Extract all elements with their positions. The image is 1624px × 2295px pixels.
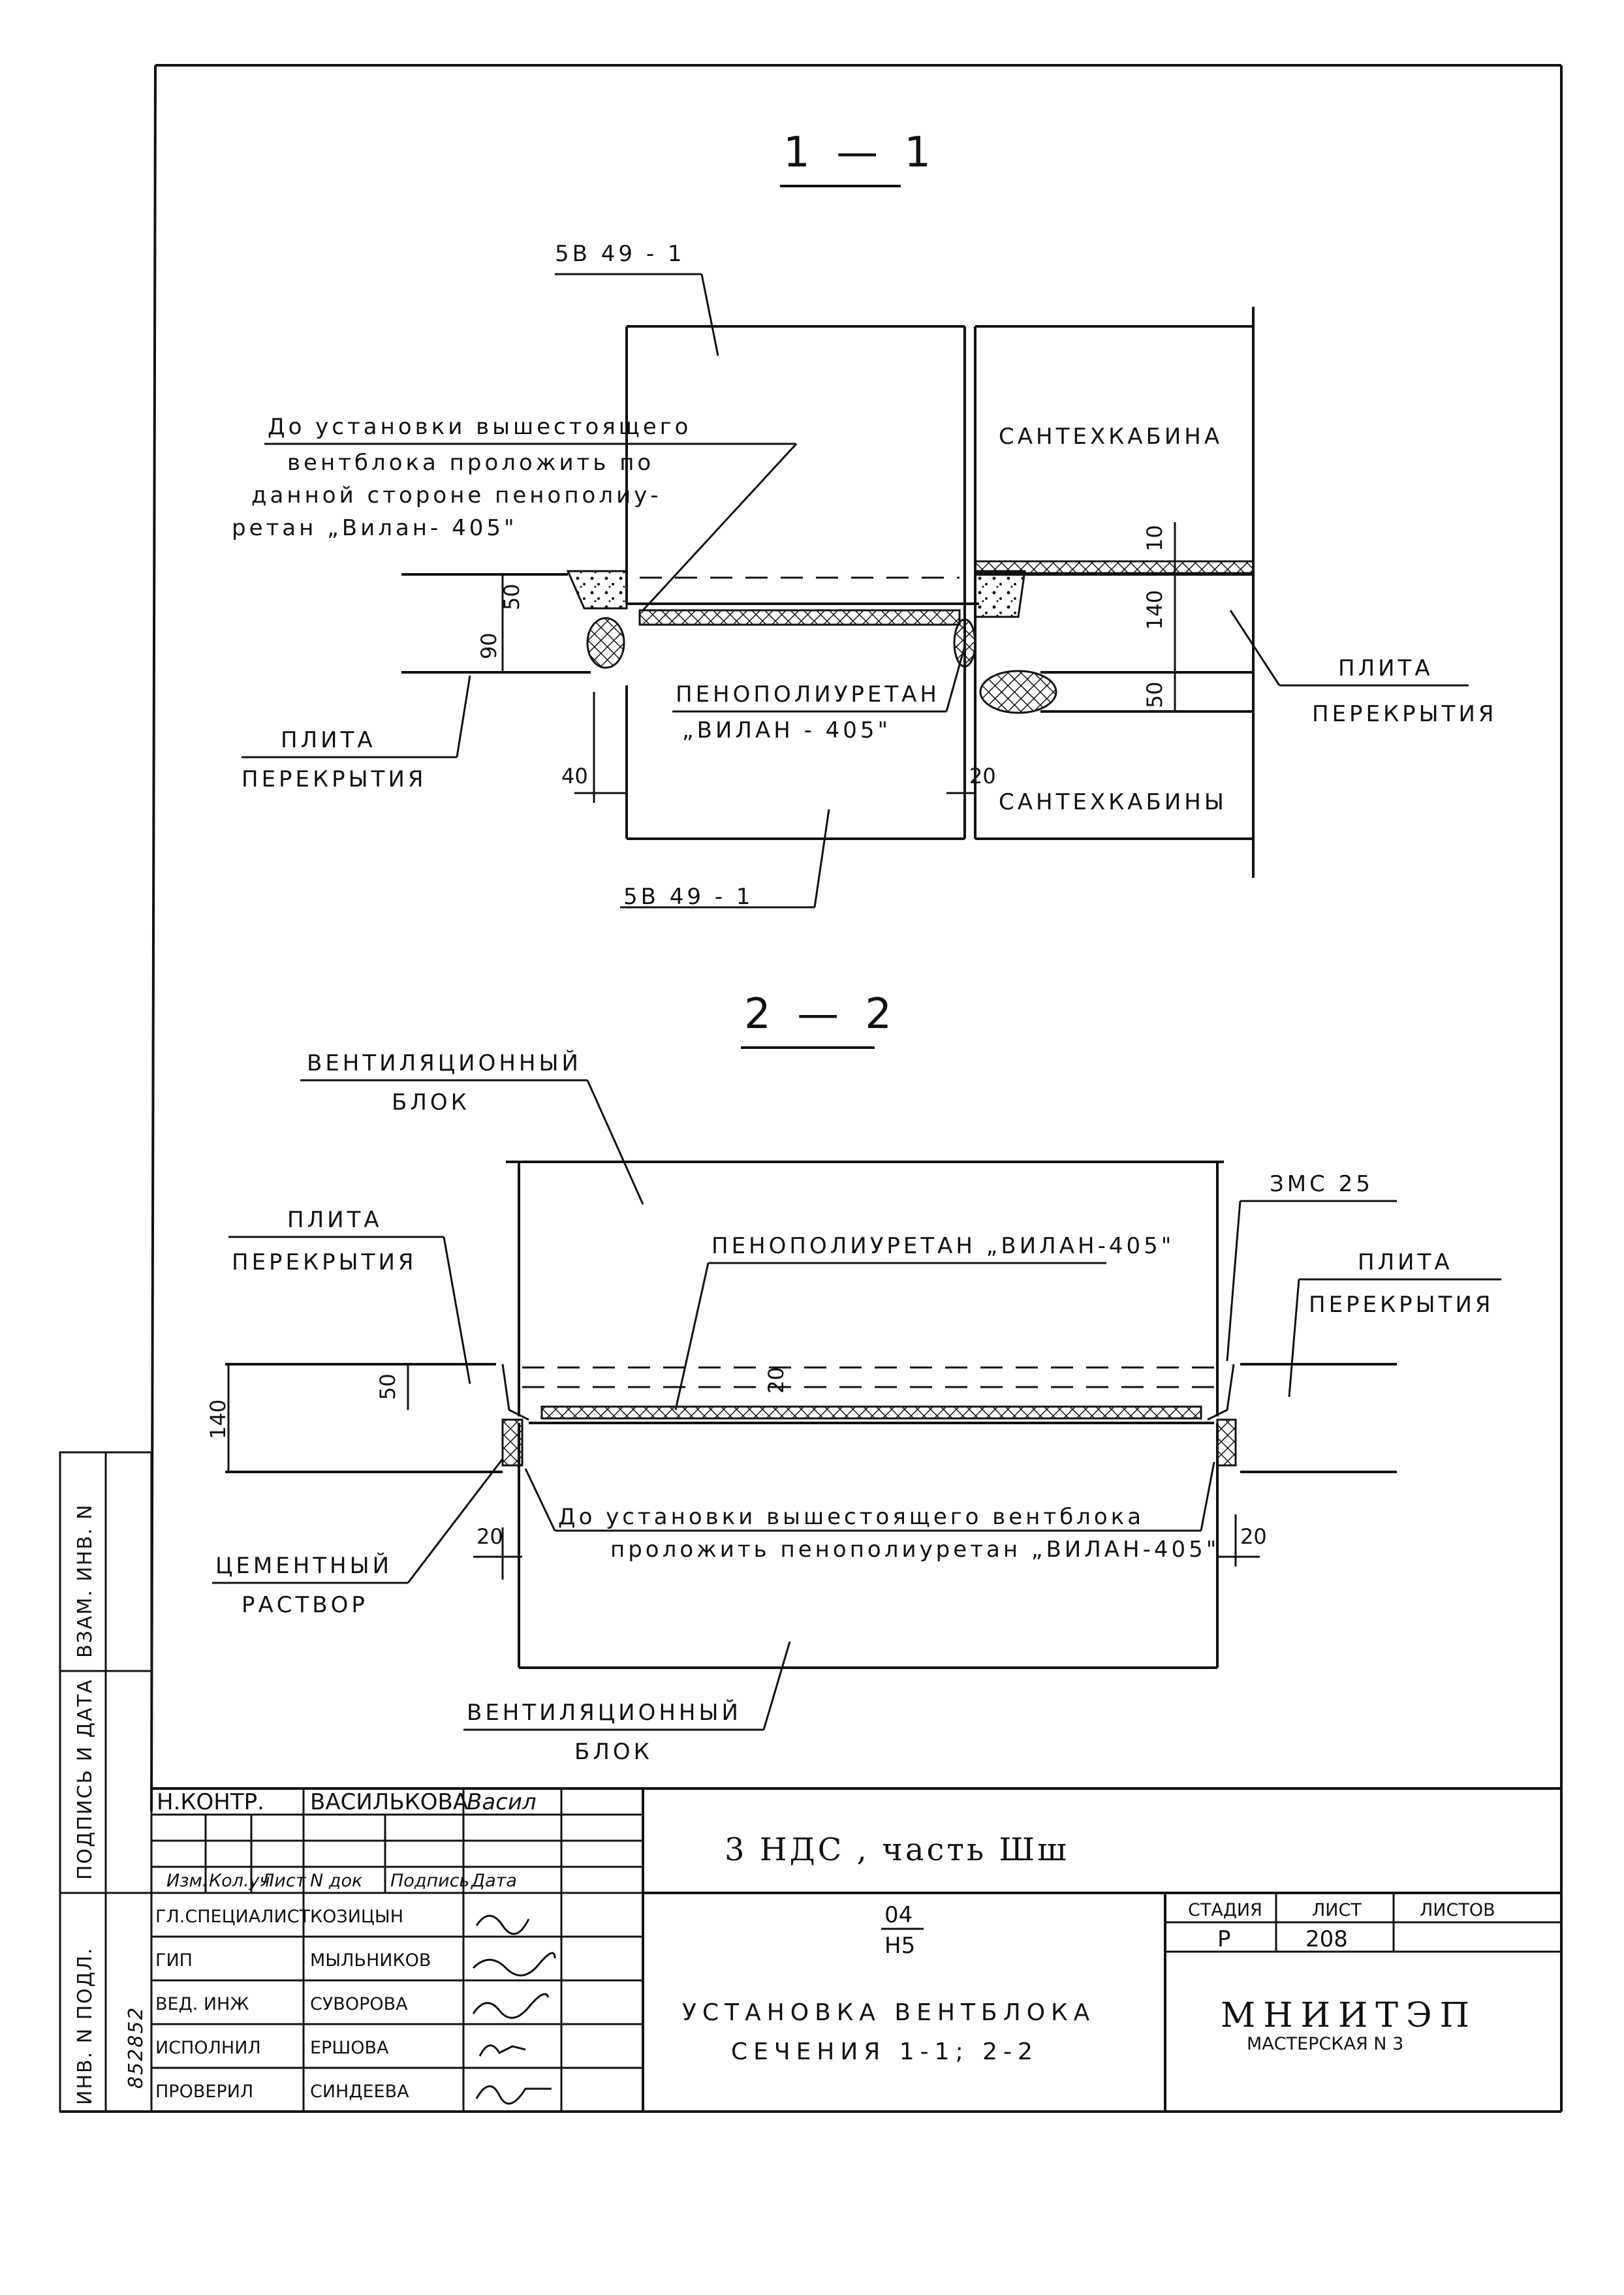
slab-2-left-line-1: ПЛИТА [287, 1207, 383, 1233]
signatures [472, 1914, 556, 2105]
hdr-list: Лист [260, 1871, 307, 1891]
foam-2-label: ПЕНОПОЛИУРЕТАН „ВИЛАН-405" [711, 1233, 1174, 1259]
note-1-line-3: данной стороне пенополиу- [251, 482, 662, 508]
dim-50-right: 50 [1142, 681, 1167, 708]
section-2-2: 2 — 2 ВЕНТИЛЯЦИОННЫЙ БЛОК ПЛИТА ПЕРЕКРЫТ… [206, 990, 1501, 1765]
staff-role-3: ВЕД. ИНЖ [155, 1994, 249, 2014]
stage-value: Р [1217, 1926, 1231, 1952]
sheet-label: ЛИСТ [1312, 1900, 1362, 1920]
hdr-izm: Изм. [166, 1871, 208, 1891]
note-2-line-1: До установки вышестоящего вентблока [558, 1504, 1144, 1530]
cabin-label-top: САНТЕХКАБИНА [999, 424, 1223, 450]
dim-2-20-right: 20 [1240, 1524, 1267, 1549]
dim-140: 140 [1142, 590, 1167, 630]
mortar-joint-right [974, 570, 1026, 618]
organization: МНИИТЭП [1221, 1996, 1477, 2035]
dim-2-50: 50 [375, 1373, 400, 1400]
slab-2-right-line-1: ПЛИТА [1358, 1249, 1453, 1275]
section-2-2-title: 2 — 2 [744, 990, 898, 1038]
staff-name-5: СИНДЕЕВА [310, 2082, 409, 2102]
gasket-right [953, 618, 976, 668]
slab-label-right-1b: ПЕРЕКРЫТИЯ [1312, 701, 1497, 727]
dim-50: 50 [499, 584, 524, 610]
slab-label-left-1a: ПЛИТА [281, 727, 376, 753]
section-1-1-title: 1 — 1 [783, 129, 937, 177]
gasket-2-left [501, 1418, 523, 1467]
drawing-title-1: УСТАНОВКА ВЕНТБЛОКА [682, 1999, 1095, 2026]
vent-block-top-line-1: ВЕНТИЛЯЦИОННЫЙ [307, 1050, 582, 1076]
title-block: Н.КОНТР. ВАСИЛЬКОВА Васил Изм. Кол.уч Ли… [151, 1787, 1561, 2112]
control-role: Н.КОНТР. [157, 1789, 264, 1815]
dim-10: 10 [1142, 525, 1167, 552]
staff-name-3: СУВОРОВА [310, 1994, 408, 2014]
note-2-line-2: проложить пенополиуретан „ВИЛАН-405" [610, 1537, 1219, 1563]
note-1-line-2: вентблока проложить по [287, 450, 654, 476]
vent-block-bottom-line-2: БЛОК [574, 1739, 653, 1765]
note-1-line-1: До установки вышестоящего [268, 414, 691, 440]
dim-40: 40 [561, 764, 588, 788]
section-1-1: 1 — 1 5В 49 - 1 [232, 129, 1497, 910]
side-stamp: ВЗАМ. ИНВ. N ПОДПИСЬ И ДАТА ИНВ. N ПОДЛ.… [59, 1451, 153, 2113]
staff-name-4: ЕРШОВА [310, 2038, 389, 2058]
mortar-line-1: ЦЕМЕНТНЫЙ [215, 1552, 392, 1579]
slab-2-right-line-2: ПЕРЕКРЫТИЯ [1309, 1292, 1494, 1318]
block-label-bottom: 5В 49 - 1 [623, 884, 754, 910]
mortar-line-2: РАСТВОР [242, 1592, 368, 1618]
hdr-ndok: N док [310, 1871, 363, 1891]
dim-90: 90 [476, 632, 501, 659]
sheets-label: ЛИСТОВ [1420, 1900, 1495, 1920]
foam-label-1a: ПЕНОПОЛИУРЕТАН [676, 681, 940, 708]
mortar-joint-left [566, 570, 628, 610]
staff-name-1: КОЗИЦЫН [310, 1907, 403, 1927]
gasket-left [586, 617, 625, 669]
code-denominator: Н5 [884, 1933, 915, 1959]
project-code: 3 НДС , часть Шш [725, 1832, 1069, 1868]
drawing-title-2: СЕЧЕНИЯ 1-1; 2-2 [731, 2038, 1038, 2065]
staff-role-4: ИСПОЛНИЛ [155, 2038, 261, 2058]
side-inv-podl: ИНВ. N ПОДЛ. [74, 1947, 97, 2105]
foam-label-1b: „ВИЛАН - 405" [682, 717, 891, 743]
hdr-data: Дата [471, 1871, 517, 1891]
dim-20: 20 [969, 764, 996, 788]
dim-2-20-mid: 20 [764, 1367, 789, 1394]
staff-name-2: МЫЛЬНИКОВ [310, 1950, 431, 1971]
staff-role-2: ГИП [155, 1950, 193, 1971]
zms-label: ЗМС 25 [1270, 1171, 1373, 1197]
dim-2-20-left: 20 [476, 1524, 503, 1549]
foam-strip-2 [540, 1405, 1202, 1420]
slab-2-left-line-2: ПЕРЕКРЫТИЯ [232, 1249, 417, 1275]
staff-role-5: ПРОВЕРИЛ [155, 2082, 253, 2102]
gasket-cabin [979, 670, 1057, 714]
side-podpis-data: ПОДПИСЬ И ДАТА [74, 1679, 97, 1880]
control-name: ВАСИЛЬКОВА [310, 1789, 468, 1815]
hdr-podpis: Подпись [390, 1871, 469, 1891]
control-signature: Васил [467, 1789, 537, 1815]
foam-strip-1 [638, 609, 961, 626]
sheet-frame [60, 64, 1563, 2113]
code-numerator: 04 [884, 1902, 913, 1928]
vent-block-bottom-line-1: ВЕНТИЛЯЦИОННЫЙ [467, 1699, 742, 1726]
sheet-value: 208 [1305, 1926, 1348, 1952]
note-1-line-4: ретан „Вилан- 405" [232, 515, 518, 541]
dim-2-140: 140 [206, 1399, 230, 1439]
slab-label-left-1b: ПЕРЕКРЫТИЯ [242, 766, 427, 792]
side-vzam-inv: ВЗАМ. ИНВ. N [74, 1504, 97, 1658]
stage-label: СТАДИЯ [1188, 1900, 1262, 1920]
slab-label-right-1a: ПЛИТА [1338, 655, 1433, 681]
cabin-label-bottom: САНТЕХКАБИНЫ [999, 789, 1227, 815]
vent-block-top-line-2: БЛОК [392, 1089, 470, 1116]
side-inv-number: 852852 [125, 2006, 148, 2089]
hdr-kol: Кол.уч [209, 1871, 270, 1891]
gasket-2-right [1216, 1418, 1237, 1467]
workshop: МАСТЕРСКАЯ N 3 [1247, 2034, 1403, 2054]
block-label-top: 5В 49 - 1 [555, 241, 685, 267]
staff-role-1: ГЛ.СПЕЦИАЛИСТ [155, 1907, 311, 1927]
